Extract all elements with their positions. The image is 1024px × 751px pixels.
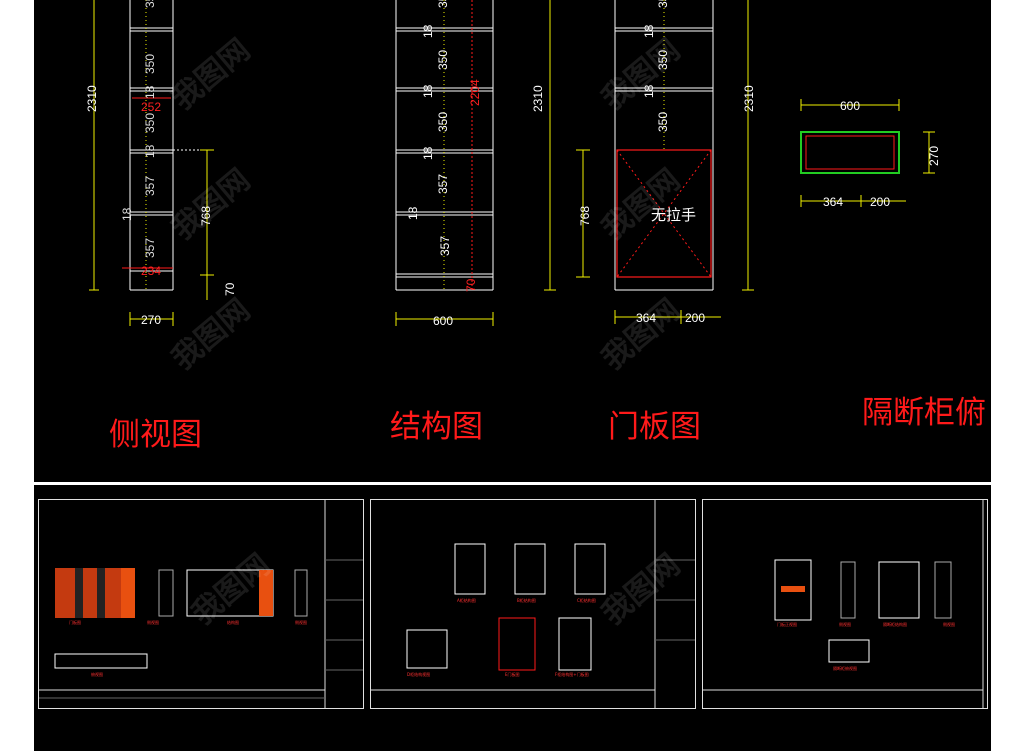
side-shelf-dim-7: 357 — [143, 238, 157, 258]
partition-depth-dim: 270 — [927, 146, 941, 166]
door-shelf-dim-1: 350 — [656, 50, 670, 70]
side-shelf-dim-6: 18 — [120, 207, 134, 221]
door-view-drawing — [576, 0, 754, 324]
sheet-1-caption-e: 俯视图 — [91, 672, 103, 677]
side-shelf-dim-2: 18 — [143, 85, 157, 99]
partition-width-dim: 600 — [840, 99, 860, 113]
drawing-sheet-3: 门板正视图 侧视图 隔断柜结构图 侧视图 隔断柜俯视图 — [702, 499, 988, 709]
side-width-dim: 270 — [141, 313, 161, 327]
sheet-2-caption-b: B柜结构图 — [517, 598, 536, 603]
sheet-2-caption-f: F柜结构图+门板图 — [555, 672, 589, 677]
partition-width-b-dim: 200 — [870, 195, 890, 209]
sheet-2-caption-a: A柜结构图 — [457, 598, 476, 603]
sheet-2-caption-e: E门板图 — [505, 672, 520, 677]
door-height-dim: 768 — [578, 206, 592, 226]
side-view-title: 侧视图 — [109, 417, 202, 453]
partition-view-drawing — [800, 99, 935, 207]
structure-shelf-dim-1: 350 — [436, 50, 450, 70]
structure-width-dim: 600 — [433, 314, 453, 328]
partition-width-a-dim: 364 — [823, 195, 843, 209]
side-view-drawing — [89, 0, 214, 326]
door-shelf-dim-3: 350 — [656, 112, 670, 132]
sheet-2-drawing — [371, 500, 695, 708]
drawing-sheet-1: 门板图 侧视图 结构图 侧视图 俯视图 — [38, 499, 364, 709]
door-shelf-gap-dim: 18 — [642, 24, 656, 38]
side-shelf-dim-5: 357 — [143, 176, 157, 196]
structure-view-title: 结构图 — [390, 409, 483, 445]
cad-bottom-canvas: 门板图 侧视图 结构图 侧视图 俯视图 A柜结构图 B柜结构图 C柜结构图 D柜… — [34, 485, 991, 751]
side-shelf-dim-4: 18 — [143, 144, 157, 158]
sheet-2-caption-d: D柜结构视图 — [407, 672, 431, 677]
structure-height-dim: 2310 — [531, 85, 545, 112]
drawing-sheet-2: A柜结构图 B柜结构图 C柜结构图 D柜结构视图 E门板图 F柜结构图+门板图 — [370, 499, 696, 709]
structure-shelf-dim-3: 350 — [436, 112, 450, 132]
cad-drawing-top: 2310 35 350 18 350 18 357 18 357 252 234… — [85, 0, 941, 328]
door-width-a-dim: 364 — [636, 311, 656, 325]
side-red-dim-a: 252 — [141, 100, 161, 114]
structure-shelf-dim-5: 357 — [436, 174, 450, 194]
side-door-height-dim: 768 — [199, 206, 213, 226]
structure-shelf-top-dim: 35 — [436, 0, 450, 8]
cad-top-canvas: 2310 35 350 18 350 18 357 18 357 252 234… — [34, 0, 991, 482]
structure-inner-red-dim: 2204 — [468, 79, 482, 106]
door-width-b-dim: 200 — [685, 311, 705, 325]
door-shelf-dim-2: 18 — [642, 84, 656, 98]
structure-shelf-dim-6: 18 — [406, 206, 420, 220]
side-shelf-dim-3: 350 — [143, 113, 157, 133]
partition-view-title: 隔断柜俯 — [862, 395, 986, 431]
structure-shelf-gap-dim: 18 — [421, 24, 435, 38]
side-shelf-dim-1: 350 — [143, 54, 157, 74]
side-shelf-top-dim: 35 — [143, 0, 157, 8]
sheet-2-caption-c: C柜结构图 — [577, 598, 596, 603]
sheet-3-caption-e: 隔断柜俯视图 — [833, 666, 857, 671]
sheet-1-caption-d: 侧视图 — [295, 620, 307, 625]
sheet-1-caption-b: 侧视图 — [147, 620, 159, 625]
side-height-dim: 2310 — [85, 85, 99, 112]
sheet-3-caption-d: 侧视图 — [943, 622, 955, 627]
sheet-3-caption-a: 门板正视图 — [777, 622, 797, 627]
door-total-height-dim: 2310 — [742, 85, 756, 112]
door-shelf-top-dim: 35 — [656, 0, 670, 8]
structure-shelf-dim-2: 18 — [421, 84, 435, 98]
structure-shelf-dim-7: 357 — [438, 236, 452, 256]
structure-view-drawing — [395, 0, 556, 326]
sheet-1-drawing — [39, 500, 363, 708]
structure-base-red-dim: 70 — [464, 278, 478, 292]
sheet-1-caption-c: 结构图 — [227, 620, 239, 625]
door-no-handle-label: 无拉手 — [651, 206, 696, 224]
sheet-1-caption-a: 门板图 — [69, 620, 81, 625]
sheet-3-caption-c: 隔断柜结构图 — [883, 622, 907, 627]
side-base-dim: 70 — [223, 282, 237, 296]
door-view-title: 门板图 — [608, 409, 701, 445]
structure-shelf-dim-4: 18 — [421, 146, 435, 160]
sheet-3-drawing — [703, 500, 984, 708]
sheet-3-caption-b: 侧视图 — [839, 622, 851, 627]
side-red-dim-b: 234 — [141, 264, 161, 278]
